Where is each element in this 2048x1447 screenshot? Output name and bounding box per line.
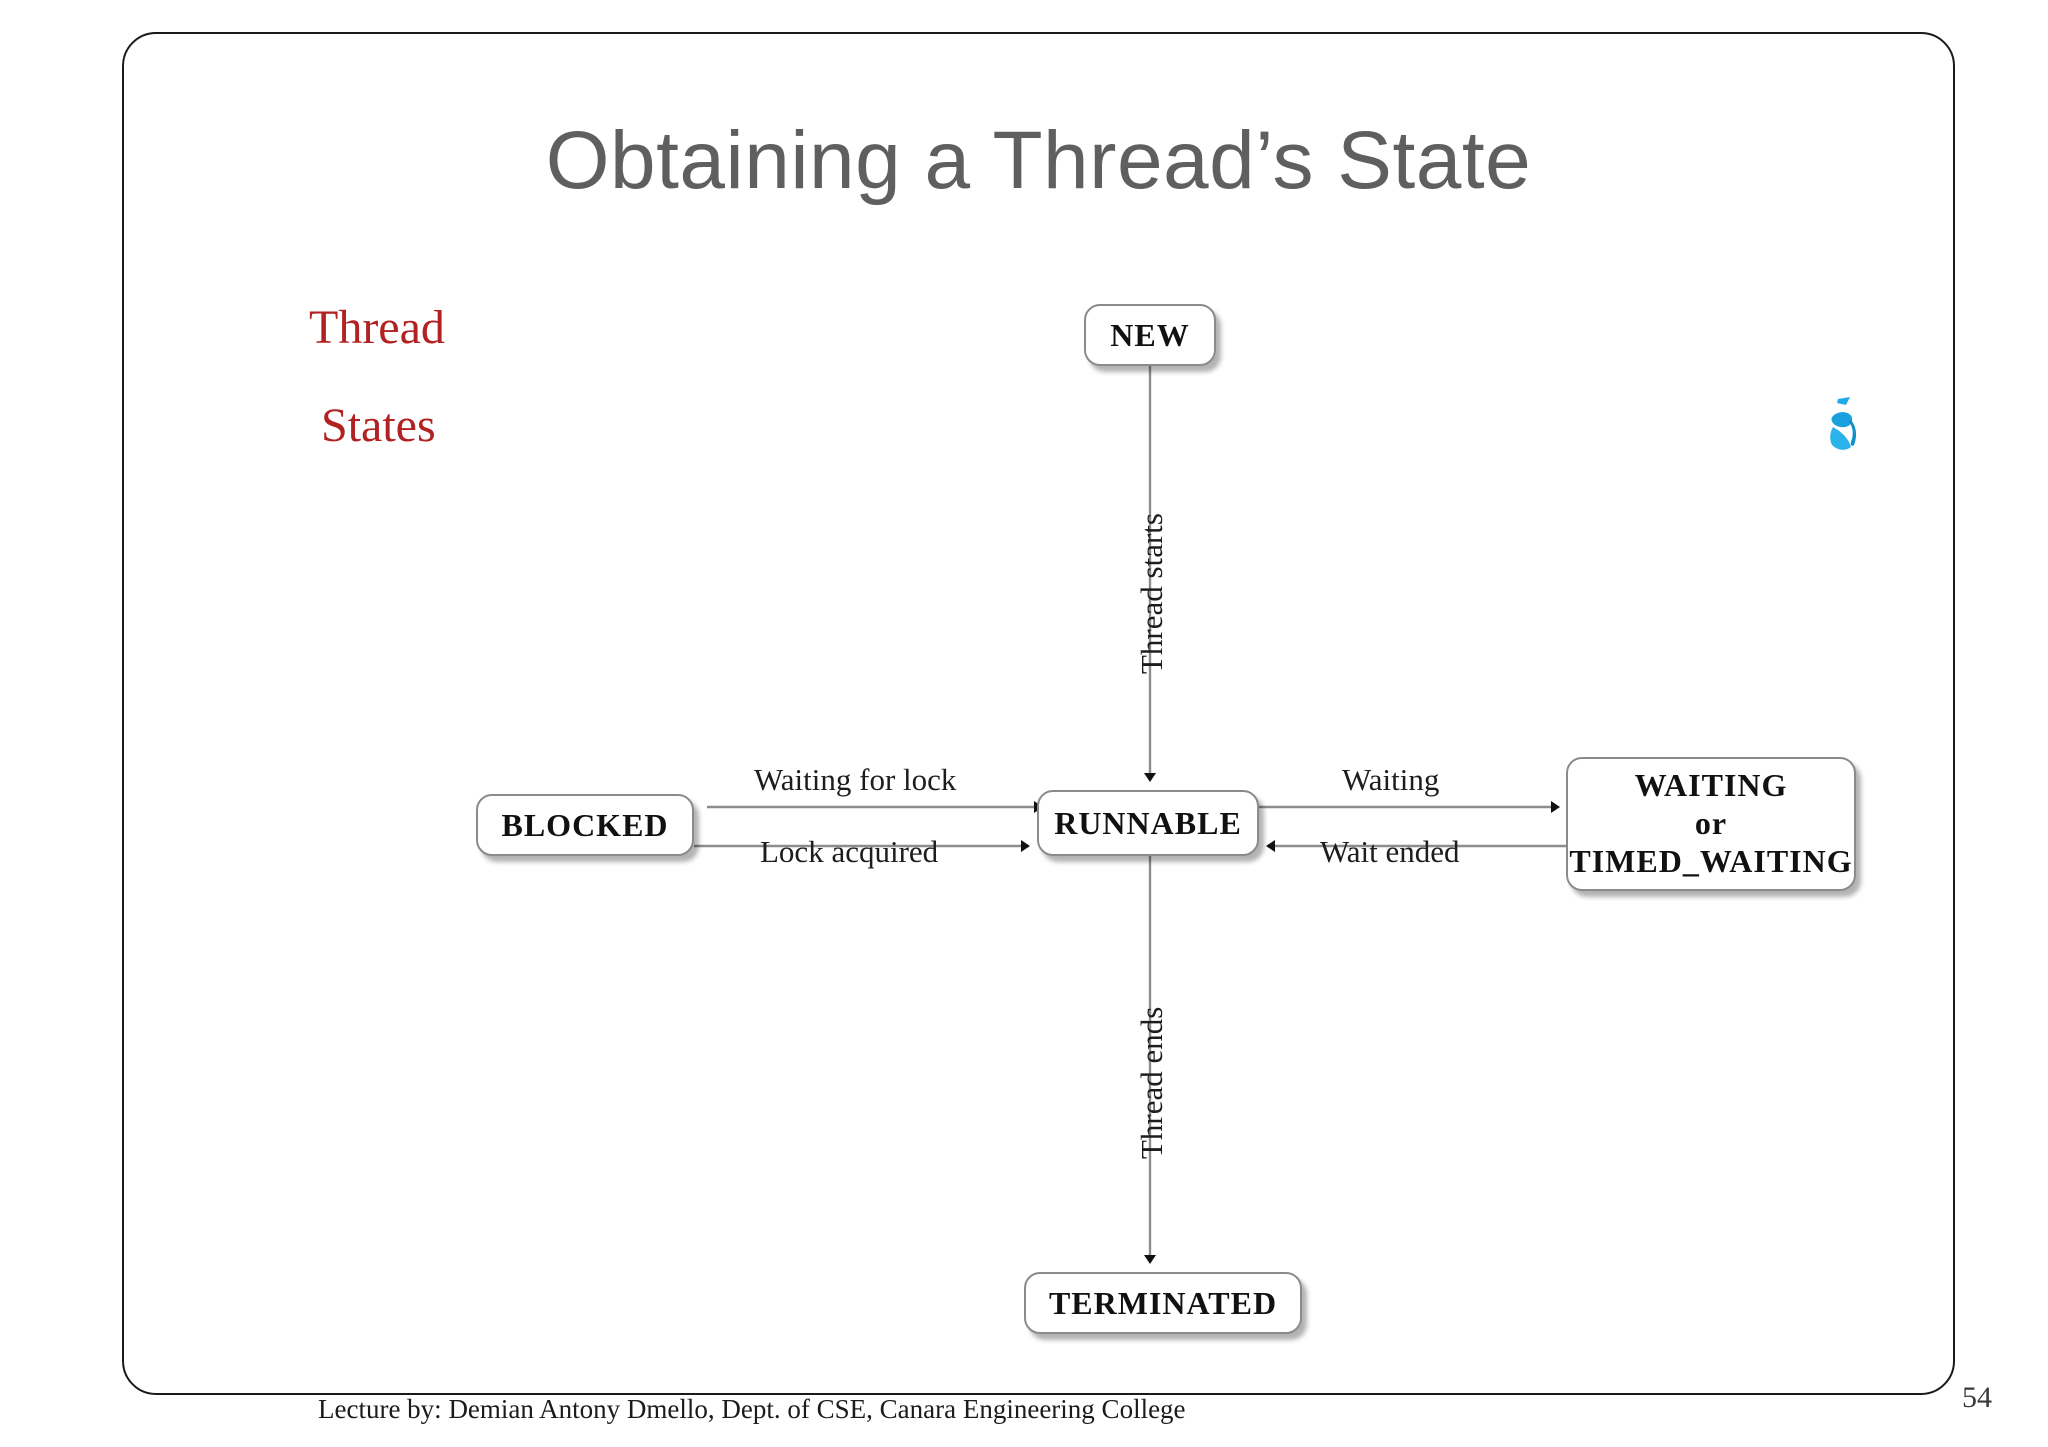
blue-pen-mark-icon [1830,397,1857,450]
page-number: 54 [1962,1381,1992,1414]
edge-label-wait-ended: Wait ended [1320,834,1460,869]
edge-label-thread-starts: Thread starts [1134,513,1169,674]
state-box-new[interactable]: NEW [1084,304,1216,366]
footer-credit: Lecture by: Demian Antony Dmello, Dept. … [318,1394,1186,1424]
edge-label-lock-acquired: Lock acquired [760,834,939,869]
state-box-terminated[interactable]: TERMINATED [1024,1272,1302,1334]
state-label-or: or [1694,805,1728,842]
caption-line-thread: Thread [309,301,445,354]
state-box-runnable[interactable]: RUNNABLE [1037,790,1259,856]
thread-states-caption: Thread States [309,304,445,450]
caption-line-states: States [321,399,436,452]
state-box-blocked[interactable]: BLOCKED [476,794,694,856]
edge-label-waiting: Waiting [1342,762,1440,797]
edge-label-waiting-for-lock: Waiting for lock [754,762,957,797]
state-box-waiting-or-timed-waiting[interactable]: WAITING or TIMED_WAITING [1566,757,1856,891]
state-label-timed-waiting: TIMED_WAITING [1569,842,1853,879]
state-diagram-connectors [694,366,1566,1264]
edge-label-thread-ends: Thread ends [1134,1006,1169,1159]
page-title: Obtaining a Thread’s State [545,115,1532,206]
slide-frame: Obtaining a Thread’s State Thread States [122,32,1992,1424]
state-label-waiting: WAITING [1634,767,1788,804]
